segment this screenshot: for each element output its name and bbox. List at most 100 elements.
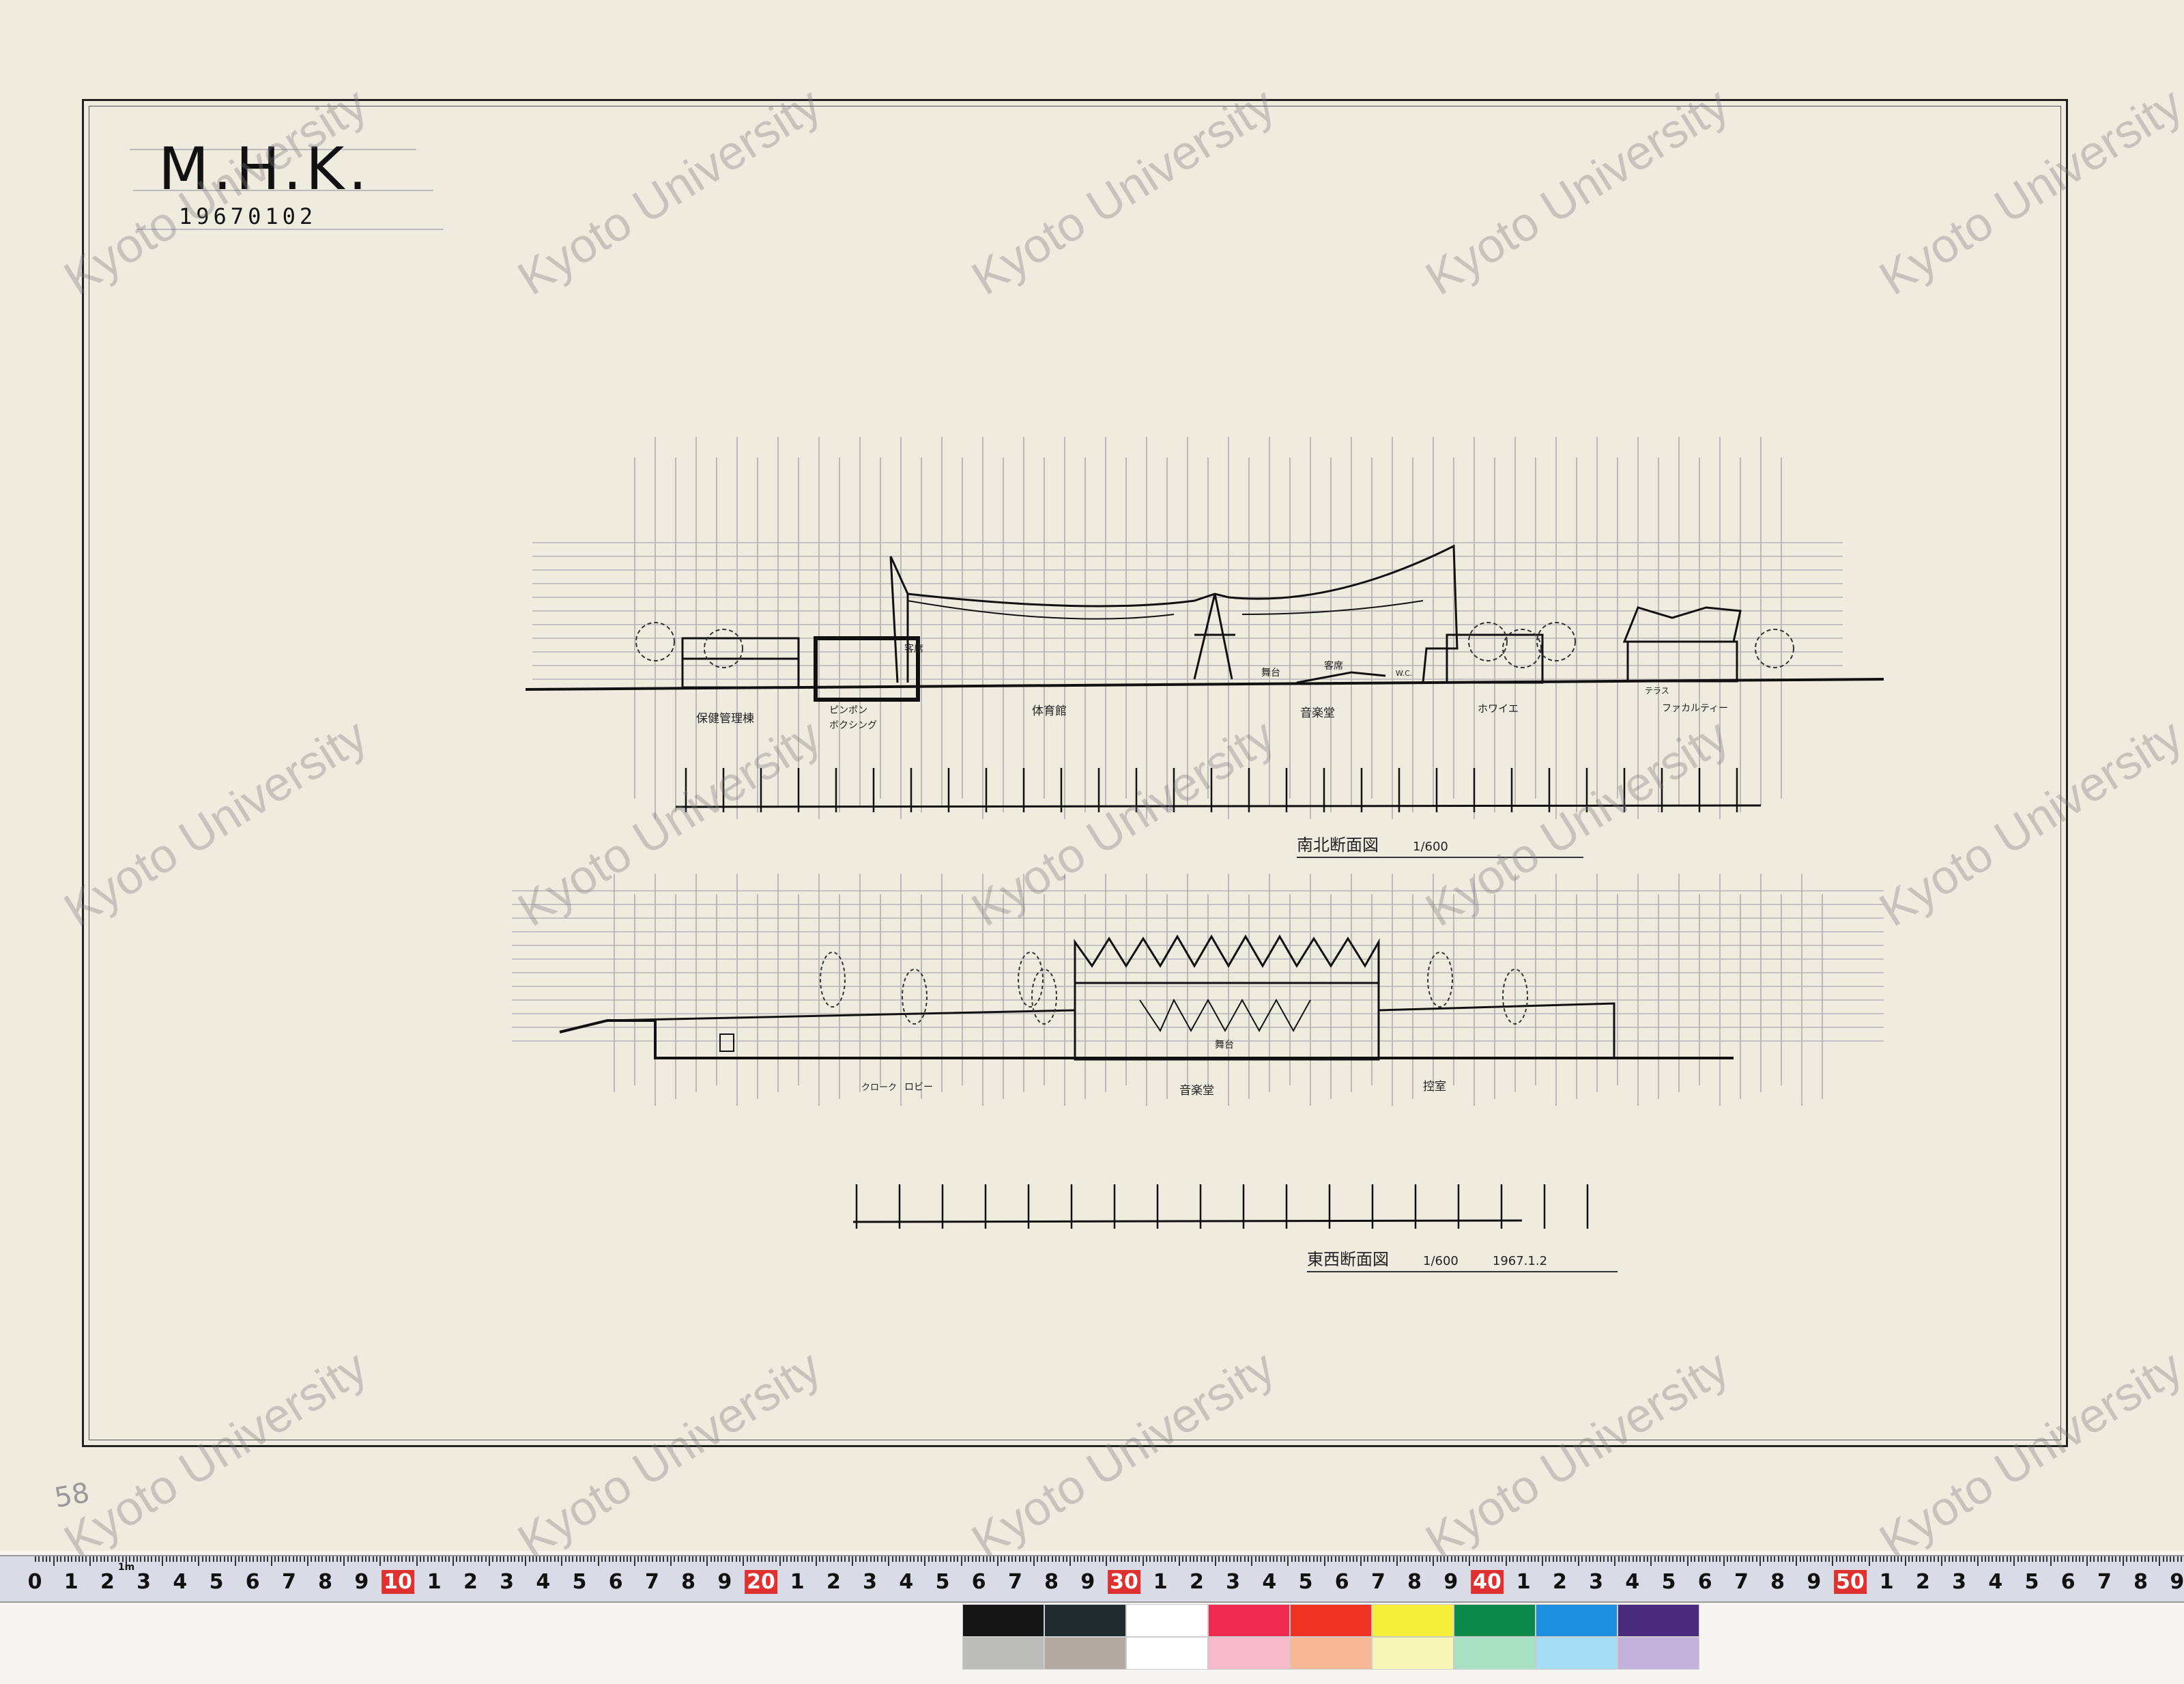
- ruler-tick: [1400, 1556, 1402, 1562]
- ruler-tick: [1422, 1556, 1424, 1562]
- ruler-tick: [1755, 1556, 1757, 1562]
- ruler-tick: [445, 1556, 447, 1562]
- ruler-tick: [1011, 1556, 1014, 1562]
- ruler-number: 8: [1044, 1570, 1059, 1594]
- ruler-tick: [1512, 1556, 1514, 1562]
- ruler-tick: [42, 1556, 44, 1562]
- ruler-tick: [1574, 1556, 1576, 1562]
- ruler-tick: [757, 1556, 759, 1562]
- ruler-tick: [622, 1556, 624, 1562]
- ruler-tick: [1951, 1556, 1953, 1562]
- ruler-tick: [96, 1556, 98, 1562]
- ruler-tick: [601, 1556, 603, 1562]
- ruler-tick: [1807, 1556, 1809, 1562]
- ruler-tick: [964, 1556, 966, 1562]
- ruler-tick: [543, 1556, 545, 1562]
- ruler-tick: [314, 1556, 316, 1562]
- ruler-tick: [1636, 1556, 1638, 1562]
- drawing-title: M.H.K.: [158, 135, 371, 203]
- ruler-tick: [652, 1556, 654, 1562]
- ruler-tick: [811, 1556, 814, 1562]
- ew-roof: [607, 1002, 1615, 1058]
- ruler-tick: [474, 1556, 476, 1562]
- color-swatch: [1044, 1637, 1126, 1670]
- ruler-tick: [300, 1556, 302, 1562]
- ruler-tick: [644, 1556, 646, 1562]
- color-swatch: [1536, 1604, 1618, 1637]
- ruler-tick: [423, 1556, 425, 1562]
- ruler-tick: [143, 1556, 145, 1562]
- ruler-tick: [975, 1556, 977, 1562]
- ruler-tick: [1483, 1556, 1485, 1562]
- ruler-tick: [641, 1556, 643, 1562]
- ruler-tick: [89, 1556, 91, 1566]
- ruler-tick: [35, 1556, 36, 1562]
- ruler-tick: [1701, 1556, 1703, 1562]
- ruler-tick: [1857, 1556, 1859, 1562]
- ruler-tick: [1923, 1556, 1925, 1562]
- ruler-tick: [165, 1556, 167, 1562]
- ruler-tick: [990, 1556, 992, 1562]
- ruler-tick: [1447, 1556, 1449, 1562]
- ruler-tick: [376, 1556, 378, 1562]
- color-calibration-chart: [962, 1604, 1699, 1670]
- ruler-tick: [1193, 1556, 1195, 1562]
- ruler-tick: [1781, 1556, 1783, 1562]
- ruler-tick: [74, 1556, 76, 1562]
- ruler-tick: [478, 1556, 480, 1562]
- ruler-tick: [1654, 1556, 1656, 1562]
- color-swatch: [1618, 1637, 1699, 1670]
- ruler-tick: [1487, 1556, 1489, 1562]
- tree-icon: [1502, 629, 1542, 668]
- label-wc: W.C.: [1396, 669, 1413, 678]
- ruler-tick: [1817, 1556, 1820, 1562]
- ruler-number: 5: [209, 1570, 224, 1594]
- ruler-tick: [136, 1556, 138, 1562]
- ruler-tick: [1338, 1556, 1340, 1562]
- ruler-tick: [1375, 1556, 1377, 1562]
- ruler-tick: [826, 1556, 828, 1562]
- ruler-tick: [547, 1556, 549, 1562]
- ruler-tick: [270, 1556, 272, 1566]
- ruler-tick: [2013, 1556, 2015, 1566]
- ruler-tick: [1890, 1556, 1892, 1562]
- ruler-tick: [510, 1556, 512, 1562]
- ruler-tick: [1182, 1556, 1184, 1562]
- ruler-tick: [437, 1556, 440, 1562]
- ruler-tick: [837, 1556, 839, 1562]
- ruler-tick: [1730, 1556, 1732, 1562]
- ruler-tick: [1262, 1556, 1264, 1562]
- ruler-tick: [456, 1556, 458, 1562]
- ruler-tick: [394, 1556, 396, 1562]
- ruler-tick: [913, 1556, 915, 1562]
- ruler-tick: [2024, 1556, 2026, 1562]
- tree-icon: [704, 629, 743, 668]
- ruler-tick: [1454, 1556, 1456, 1562]
- ruler-tick: [648, 1556, 650, 1562]
- ruler-tick: [369, 1556, 371, 1562]
- ruler-tick: [779, 1556, 781, 1566]
- ruler-number: 1: [1516, 1570, 1531, 1594]
- ruler-tick: [1059, 1556, 1061, 1562]
- ruler-tick: [873, 1556, 875, 1562]
- ruler-tick: [943, 1556, 944, 1562]
- ruler-tick: [2046, 1556, 2048, 1562]
- ruler-tick: [627, 1556, 629, 1562]
- ruler-tick: [935, 1556, 937, 1562]
- ruler-number: 7: [1007, 1570, 1022, 1594]
- ruler-tick: [1810, 1556, 1812, 1562]
- ruler-number: 3: [136, 1570, 152, 1594]
- ruler-tick: [1530, 1556, 1532, 1562]
- ruler-tick: [793, 1556, 795, 1562]
- ruler-tick: [1897, 1556, 1899, 1562]
- ruler-tick: [93, 1556, 95, 1562]
- ruler-tick: [1240, 1556, 1242, 1562]
- ruler-tick: [880, 1556, 882, 1562]
- ruler-tick: [739, 1556, 741, 1562]
- ruler-number: 40: [1471, 1570, 1504, 1594]
- ruler-tick: [1995, 1556, 1997, 1562]
- ruler-tick: [924, 1556, 926, 1566]
- ruler-tick: [358, 1556, 360, 1562]
- ruler-tick: [467, 1556, 469, 1562]
- ruler-tick: [717, 1556, 719, 1562]
